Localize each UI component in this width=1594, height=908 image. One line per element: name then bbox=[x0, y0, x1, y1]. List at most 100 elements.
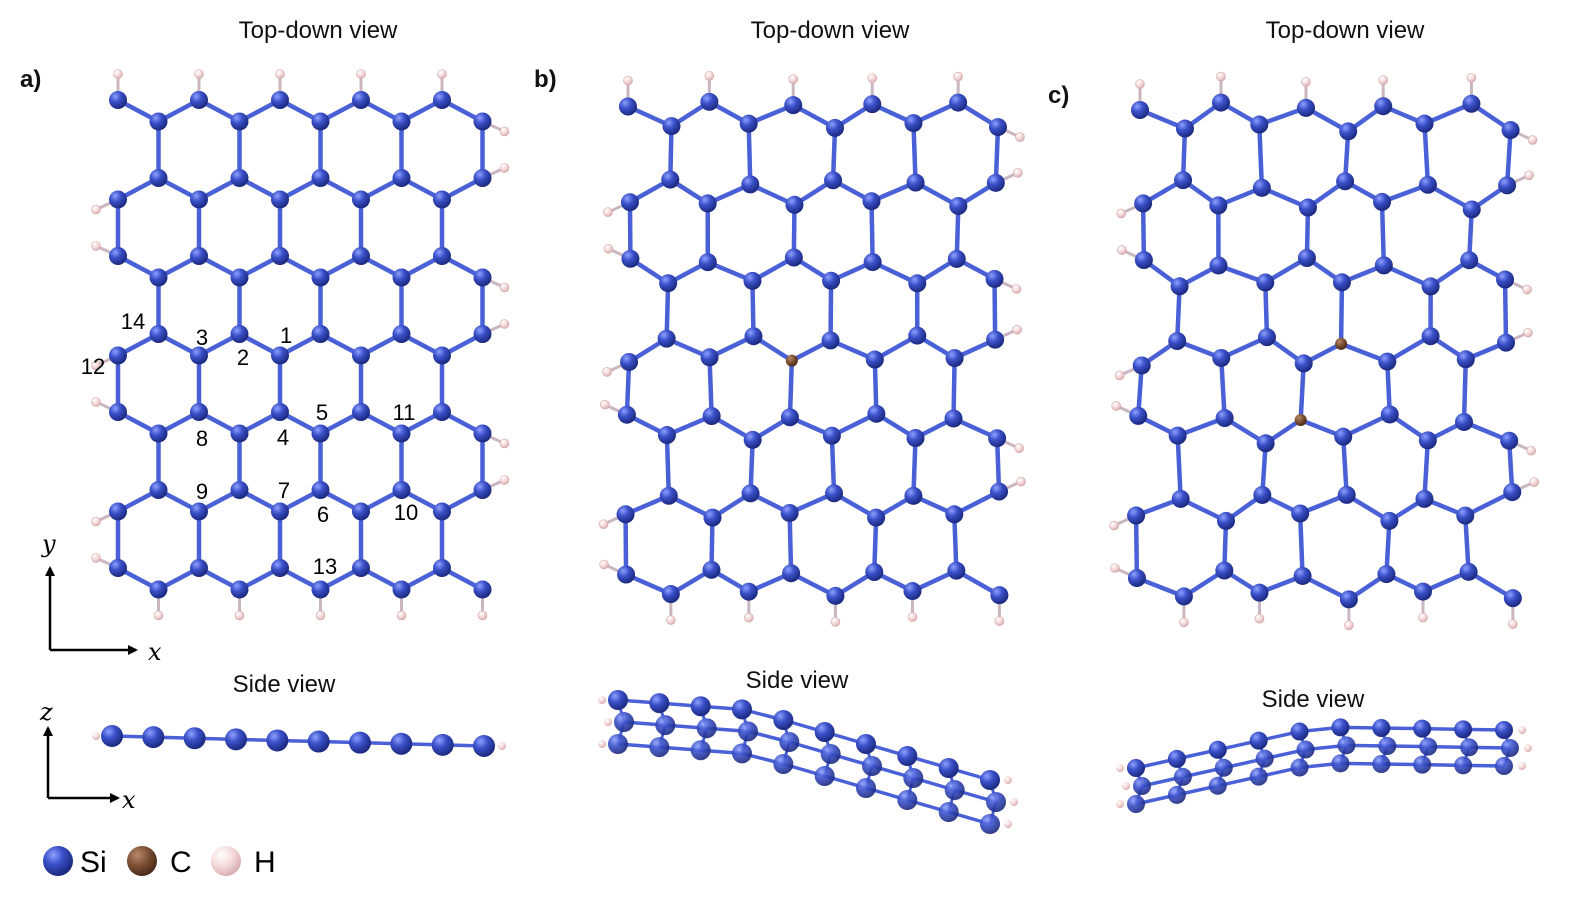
si-atom bbox=[271, 403, 289, 421]
si-atom bbox=[311, 481, 330, 499]
si-atom bbox=[659, 274, 678, 293]
si-atom bbox=[1496, 270, 1515, 289]
si-atom bbox=[908, 326, 927, 345]
bond bbox=[869, 198, 875, 265]
h-atom bbox=[598, 696, 606, 704]
si-atom bbox=[109, 247, 127, 265]
si-atom bbox=[655, 715, 676, 736]
h-atom bbox=[1508, 619, 1518, 629]
si-atom bbox=[1496, 333, 1515, 352]
si-atom bbox=[1503, 589, 1522, 608]
panel-label-c: c) bbox=[1048, 82, 1069, 109]
si-atom bbox=[271, 559, 289, 577]
si-atom bbox=[1460, 251, 1479, 270]
si-atom bbox=[1134, 251, 1153, 270]
si-atom bbox=[230, 112, 249, 131]
bond bbox=[993, 124, 1001, 186]
si-atom bbox=[990, 482, 1009, 501]
si-atom bbox=[271, 502, 289, 521]
legend-item-si: Si bbox=[43, 846, 107, 879]
panel-a-side-title: Side view bbox=[233, 671, 336, 698]
si-atom bbox=[944, 780, 965, 800]
si-atom bbox=[1290, 722, 1309, 741]
si-atom bbox=[225, 728, 247, 751]
si-atom bbox=[906, 428, 925, 447]
si-atom bbox=[1413, 719, 1432, 738]
si-atom bbox=[392, 268, 411, 287]
si-atom bbox=[690, 740, 711, 761]
bond bbox=[1297, 511, 1305, 579]
si-atom bbox=[1339, 590, 1358, 609]
si-atom bbox=[938, 758, 959, 778]
si-atom bbox=[311, 112, 330, 131]
si-atom bbox=[1297, 249, 1316, 268]
legend-label-c: C bbox=[170, 846, 192, 879]
si-atom bbox=[352, 502, 370, 521]
h-atom bbox=[194, 69, 204, 79]
si-atom bbox=[311, 580, 330, 599]
si-atom bbox=[779, 732, 800, 752]
bond bbox=[1257, 122, 1265, 191]
c-atom bbox=[785, 354, 798, 367]
si-atom bbox=[1336, 172, 1355, 191]
si-atom bbox=[109, 559, 127, 577]
atom-group bbox=[1127, 93, 1522, 609]
si-atom bbox=[947, 561, 966, 580]
panel-b-top-lattice bbox=[598, 71, 1026, 627]
si-atom bbox=[1132, 356, 1151, 375]
si-atom bbox=[352, 346, 370, 365]
h-atom bbox=[1466, 72, 1477, 83]
si-atom bbox=[1174, 587, 1193, 606]
si-atom bbox=[949, 93, 968, 112]
panel-b-side-lattice bbox=[598, 690, 1018, 834]
si-atom bbox=[230, 325, 249, 343]
h-atom bbox=[1135, 79, 1145, 89]
si-atom bbox=[149, 481, 168, 499]
si-atom bbox=[1170, 277, 1189, 296]
si-atom bbox=[856, 734, 876, 754]
si-atom bbox=[311, 424, 330, 443]
si-atom bbox=[1374, 97, 1393, 116]
si-atom bbox=[897, 790, 918, 810]
si-atom bbox=[1294, 354, 1313, 373]
panel-c-top-title: Top-down view bbox=[1266, 17, 1425, 44]
si-atom bbox=[1296, 98, 1315, 117]
si-atom bbox=[865, 563, 884, 582]
panel-a-side-lattice bbox=[92, 725, 506, 757]
h-atom bbox=[907, 612, 918, 622]
bond bbox=[787, 358, 795, 420]
si-atom bbox=[863, 253, 882, 272]
bond bbox=[707, 355, 714, 419]
si-atom bbox=[619, 97, 637, 116]
atom-group bbox=[109, 91, 492, 599]
h-atom bbox=[1117, 245, 1127, 255]
si-atom bbox=[149, 169, 168, 187]
si-atom bbox=[1131, 101, 1149, 119]
si-atom bbox=[1421, 327, 1440, 346]
si-atom bbox=[1456, 350, 1475, 369]
si-atom bbox=[1331, 754, 1350, 773]
si-atom bbox=[1252, 178, 1271, 197]
panel-c-side-title: Side view bbox=[1262, 686, 1365, 713]
si-atom bbox=[1127, 759, 1145, 777]
h-atom bbox=[867, 73, 878, 83]
si-atom bbox=[109, 502, 127, 521]
si-atom bbox=[649, 693, 670, 714]
si-atom bbox=[743, 430, 762, 449]
h-atom bbox=[91, 241, 101, 251]
si-atom bbox=[230, 481, 249, 499]
si-atom bbox=[1175, 119, 1194, 138]
si-atom bbox=[1462, 200, 1481, 219]
si-atom bbox=[1334, 427, 1353, 446]
si-atom bbox=[780, 408, 799, 427]
si-atom bbox=[1167, 785, 1186, 804]
si-atom bbox=[109, 91, 127, 109]
si-atom bbox=[1209, 196, 1228, 215]
si-atom bbox=[661, 585, 680, 604]
c-atom bbox=[1294, 414, 1307, 427]
h-atom bbox=[1524, 170, 1534, 181]
h-atom bbox=[499, 319, 510, 329]
si-atom bbox=[433, 502, 451, 521]
si-atom bbox=[1255, 749, 1274, 768]
